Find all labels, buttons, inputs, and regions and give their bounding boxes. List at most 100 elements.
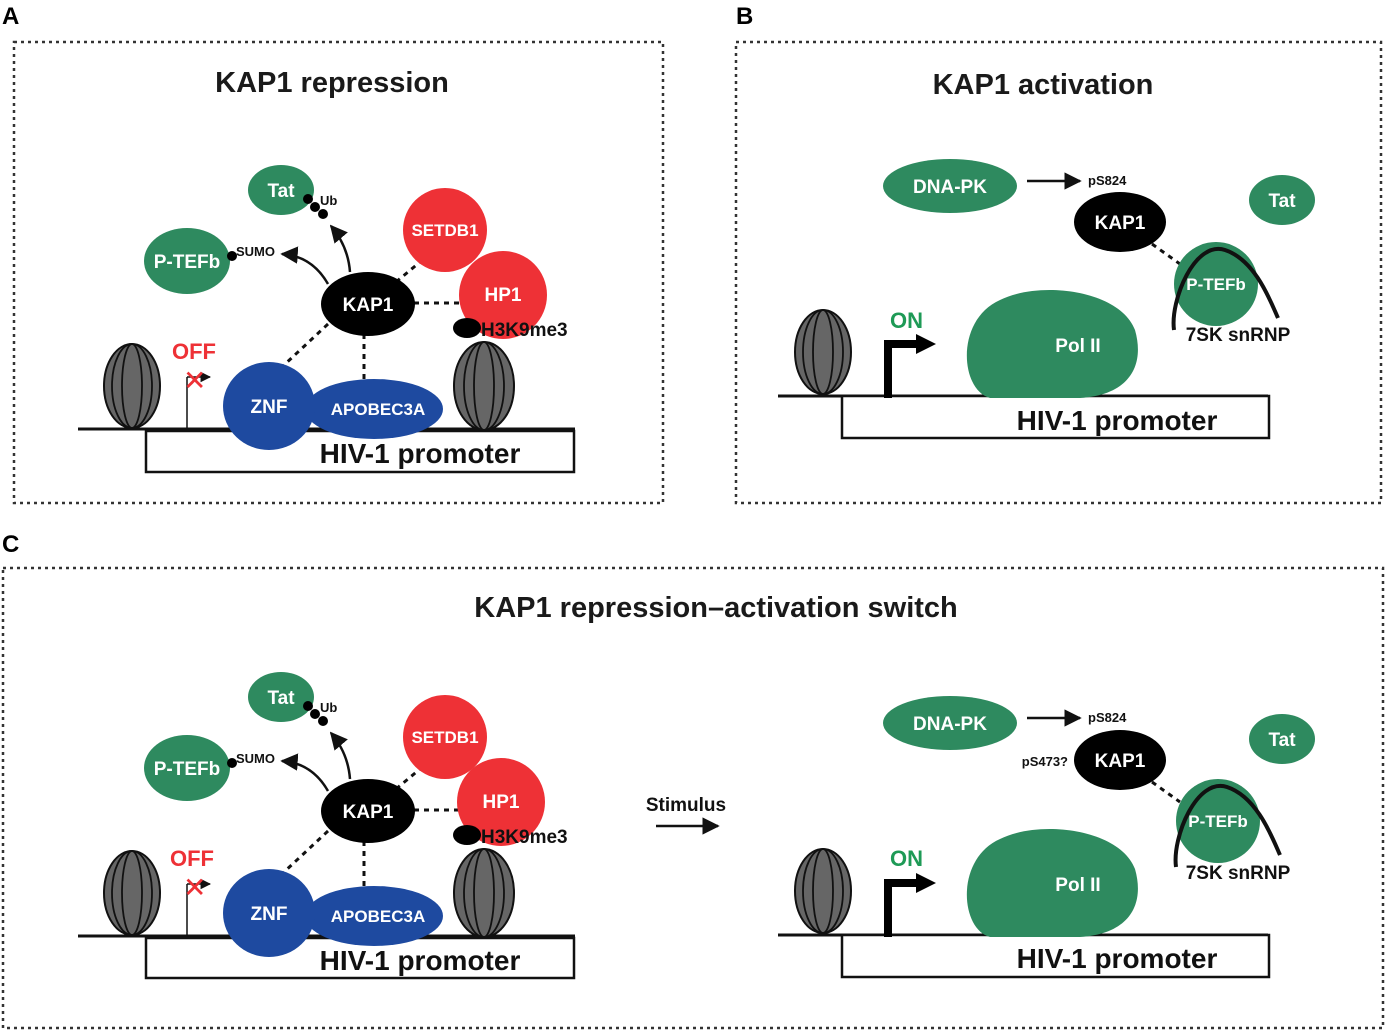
- ptefb-node: [144, 735, 230, 801]
- nucleosome: [794, 848, 852, 934]
- link-kap1-setdb1: [395, 767, 421, 791]
- kap1-label: KAP1: [1095, 213, 1146, 234]
- snrnp-strand: [1173, 783, 1282, 868]
- kap1-node: [1074, 730, 1166, 790]
- sumo-label: SUMO: [236, 244, 275, 259]
- apobec3a-node: [305, 886, 443, 946]
- ptefb-node: [144, 228, 230, 294]
- sumo-dot: [227, 758, 237, 768]
- nucleosome-left: [103, 850, 161, 936]
- panel-b-letter: B: [736, 3, 753, 30]
- znf-label: ZNF: [251, 904, 288, 925]
- panel-b-title: KAP1 activation: [933, 69, 1154, 101]
- setdb1-label: SETDB1: [411, 221, 478, 240]
- ub-dot: [303, 701, 313, 711]
- panel-c-activation: HIV-1 promoter ON Pol II DNA-PK pS824 KA…: [778, 696, 1315, 979]
- tss-arrowhead-icon: [916, 334, 936, 354]
- x-mark-icon: ✕: [183, 872, 206, 903]
- tat-node: [248, 165, 314, 215]
- promoter-label: HIV-1 promoter: [320, 438, 521, 469]
- ub-dot: [318, 716, 328, 726]
- panel-c-title: KAP1 repression–activation switch: [474, 592, 958, 624]
- panel-a-frame: [12, 40, 665, 505]
- nucleosome-right: [453, 341, 515, 431]
- snrnp-label: 7SK snRNP: [1186, 325, 1291, 346]
- pol2-label: Pol II: [1055, 875, 1100, 896]
- arrow-kap1-tat: [329, 224, 352, 273]
- sumo-label: SUMO: [236, 751, 275, 766]
- link-kap1-znf: [266, 322, 330, 382]
- panel-b-frame: [734, 40, 1383, 505]
- snrnp-label: 7SK snRNP: [1186, 863, 1291, 884]
- ptefb-label: P-TEFb: [1188, 812, 1248, 831]
- tss-on-arrow: [884, 879, 918, 937]
- arrow-kap1-ptefb: [280, 753, 330, 792]
- promoter-label: HIV-1 promoter: [1017, 943, 1218, 974]
- arrow-kap1-ptefb: [280, 246, 330, 285]
- ub-dot: [318, 209, 328, 219]
- setdb1-node: [403, 695, 487, 779]
- off-label: OFF: [172, 339, 216, 364]
- kap1-node: [321, 272, 415, 336]
- ptefb-label: P-TEFb: [154, 252, 221, 273]
- dnapk-label: DNA-PK: [913, 177, 987, 198]
- promoter-box: [840, 394, 1271, 440]
- link-kap1-setdb1: [395, 260, 421, 284]
- pol2-node: [966, 290, 1138, 398]
- dnapk-node: [883, 159, 1017, 213]
- ps824-label: pS824: [1088, 173, 1127, 188]
- panel-c-repression: HIV-1 promoter OFF ✕ Tat: [78, 672, 576, 980]
- hp1-node: [459, 251, 547, 339]
- kap1-node: [1074, 192, 1166, 252]
- x-mark-icon: ✕: [183, 365, 206, 396]
- stimulus-label: Stimulus: [646, 795, 726, 816]
- kap1-node: [321, 779, 415, 843]
- ub-dot: [310, 709, 320, 719]
- link-kap1-ptefb: [1151, 780, 1181, 804]
- tss-on-arrow: [884, 340, 918, 398]
- tat-node: [1249, 714, 1315, 764]
- ptefb-label: P-TEFb: [154, 759, 221, 780]
- ub-label: Ub: [320, 700, 337, 715]
- kap1-label: KAP1: [1095, 751, 1146, 772]
- tss-arrowhead-icon: [916, 873, 936, 893]
- panel-a: A KAP1 repression HIV-1 promoter OFF ✕: [2, 3, 665, 505]
- h3k9me3-dot: [453, 318, 481, 338]
- kap1-label: KAP1: [343, 802, 394, 823]
- apobec3a-node: [305, 379, 443, 439]
- pol2-label: Pol II: [1055, 336, 1100, 357]
- sumo-dot: [227, 251, 237, 261]
- link-kap1-ptefb: [1151, 242, 1181, 266]
- tat-label: Tat: [267, 181, 295, 202]
- pol2-node: [966, 829, 1138, 937]
- setdb1-node: [403, 188, 487, 272]
- kap1-label: KAP1: [343, 295, 394, 316]
- apobec3a-label: APOBEC3A: [331, 400, 425, 419]
- dnapk-label: DNA-PK: [913, 714, 987, 735]
- promoter-label: HIV-1 promoter: [1017, 405, 1218, 436]
- tat-node: [248, 672, 314, 722]
- hp1-node: [457, 758, 545, 846]
- ps824-label: pS824: [1088, 710, 1127, 725]
- ub-label: Ub: [320, 193, 337, 208]
- tat-label: Tat: [1268, 191, 1296, 212]
- ptefb-label: P-TEFb: [1186, 275, 1246, 294]
- on-label: ON: [890, 308, 923, 333]
- ps473-label: pS473?: [1022, 754, 1068, 769]
- panel-b: B KAP1 activation HIV-1 promoter ON Pol …: [734, 3, 1383, 505]
- tat-label: Tat: [1268, 730, 1296, 751]
- link-kap1-znf: [266, 829, 330, 889]
- apobec3a-label: APOBEC3A: [331, 907, 425, 926]
- znf-node: [223, 362, 315, 450]
- panel-c: C KAP1 repression–activation switch Stim…: [1, 531, 1385, 1030]
- panel-a-title: KAP1 repression: [215, 67, 449, 99]
- on-label: ON: [890, 846, 923, 871]
- panel-a-letter: A: [2, 3, 19, 30]
- panel-c-letter: C: [2, 531, 19, 558]
- dnapk-node: [883, 696, 1017, 750]
- znf-label: ZNF: [251, 397, 288, 418]
- hp1-label: HP1: [483, 792, 520, 813]
- panel-c-frame: [1, 566, 1385, 1030]
- znf-node: [223, 869, 315, 957]
